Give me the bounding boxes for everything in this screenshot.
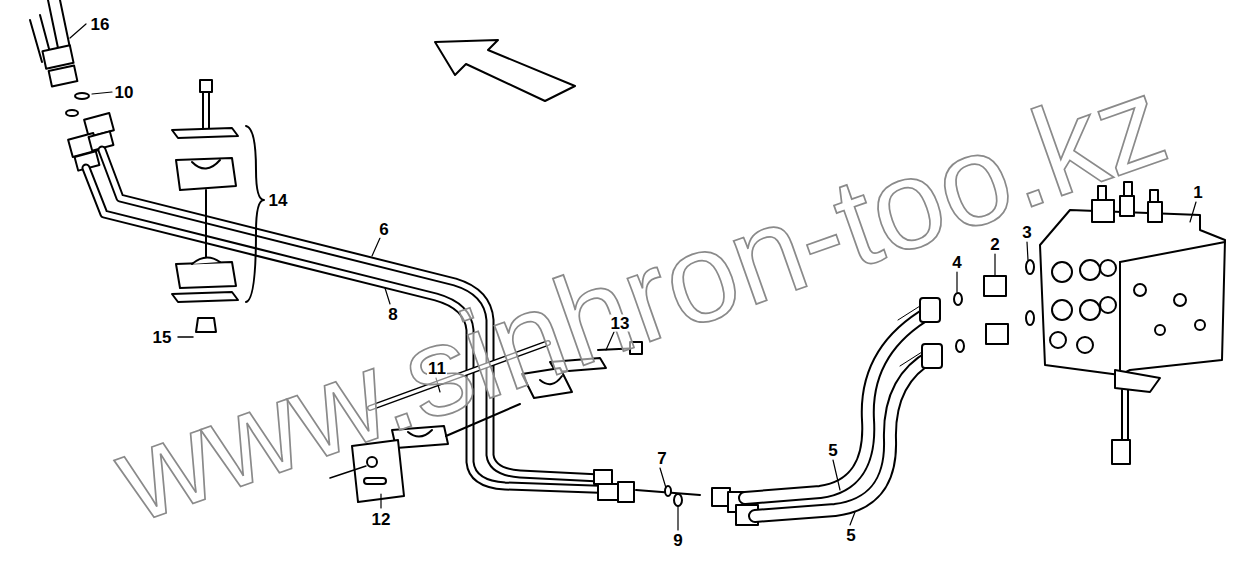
callout-number: 10 xyxy=(114,84,135,101)
callout-number: 5 xyxy=(827,442,838,459)
callout-number: 9 xyxy=(672,532,683,549)
callout-number: 11 xyxy=(427,360,447,377)
callout-number: 6 xyxy=(378,221,389,238)
callout-number: 15 xyxy=(152,329,173,346)
callout-number: 8 xyxy=(387,306,398,323)
callout-number: 7 xyxy=(656,450,667,467)
callout-number: 5 xyxy=(845,527,856,544)
callout-number: 2 xyxy=(989,236,1000,253)
callout-number: 12 xyxy=(371,511,392,528)
callout-number: 4 xyxy=(951,254,962,271)
callout-number: 13 xyxy=(610,315,631,332)
callout-number: 16 xyxy=(90,16,111,33)
callout-number: 1 xyxy=(1192,184,1203,201)
callout-number: 3 xyxy=(1021,224,1032,241)
watermark: www.sinhron-too.kz xyxy=(100,55,1179,542)
callout-number: 14 xyxy=(268,192,289,209)
